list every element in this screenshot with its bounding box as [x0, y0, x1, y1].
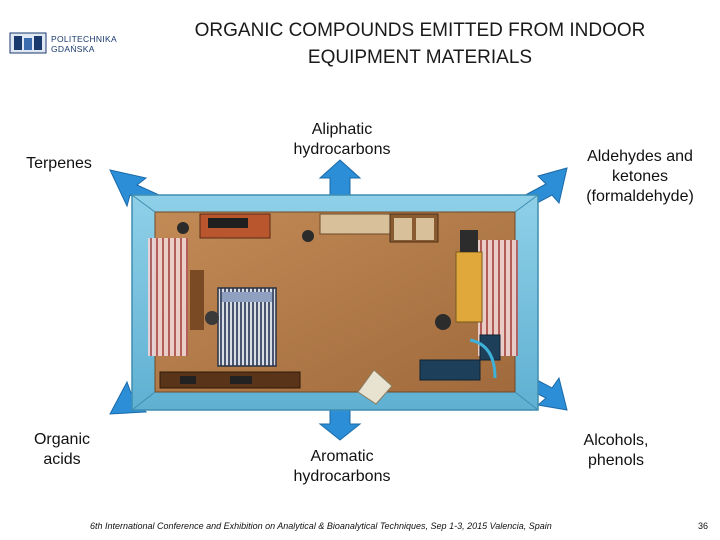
label-alcohols-phenols: Alcohols, phenols	[556, 431, 676, 471]
label-aliphatic-line-1: Aliphatic	[311, 121, 373, 138]
label-aldehydes-line-2: ketones	[611, 168, 669, 185]
desk-left	[190, 270, 204, 330]
label-organic-acids: Organic acids	[14, 430, 110, 470]
label-aliphatic-line-2: hydrocarbons	[293, 141, 391, 158]
label-aldehydes-line-3: (formaldehyde)	[586, 188, 694, 205]
conference-footer: 6th International Conference and Exhibit…	[90, 521, 552, 531]
shelf	[319, 213, 393, 235]
label-aromatic-hydrocarbons: Aromatic hydrocarbons	[262, 447, 422, 487]
label-alcohols-line-2: phenols	[587, 452, 645, 469]
label-aldehydes-line-1: Aldehydes and	[587, 148, 693, 165]
label-aromatic-line-1: Aromatic	[310, 448, 374, 465]
label-aldehydes-ketones: Aldehydes and ketones (formaldehyde)	[566, 147, 714, 207]
label-organic-line-2: acids	[43, 451, 81, 468]
university-logo	[9, 32, 47, 54]
label-terpenes: Terpenes	[14, 154, 104, 174]
label-organic-line-1: Organic	[33, 431, 91, 448]
label-aliphatic-hydrocarbons: Aliphatic hydrocarbons	[262, 120, 422, 160]
title-line-2: EQUIPMENT MATERIALS	[307, 47, 533, 68]
sofa	[419, 334, 501, 381]
logo-line-1: POLITECHNIKA	[51, 34, 117, 44]
label-aromatic-line-2: hydrocarbons	[293, 468, 391, 485]
logo-line-2: GDAŃSKA	[51, 44, 95, 54]
door	[357, 369, 393, 405]
title-line-1: ORGANIC COMPOUNDS EMITTED FROM INDOOR	[194, 20, 646, 41]
desk-right	[455, 251, 483, 323]
label-terpenes-text: Terpenes	[26, 155, 92, 172]
page-number: 36	[697, 521, 708, 531]
logo-text: POLITECHNIKA GDAŃSKA	[51, 34, 117, 54]
room-illustration	[131, 194, 539, 411]
logo-emblem-icon	[9, 32, 47, 54]
arrow-aromatic	[318, 407, 362, 441]
left-curtain	[148, 238, 188, 356]
page-title: ORGANIC COMPOUNDS EMITTED FROM INDOOR EQ…	[150, 17, 690, 71]
arrow-aliphatic	[318, 159, 362, 197]
label-alcohols-line-1: Alcohols,	[583, 432, 649, 449]
